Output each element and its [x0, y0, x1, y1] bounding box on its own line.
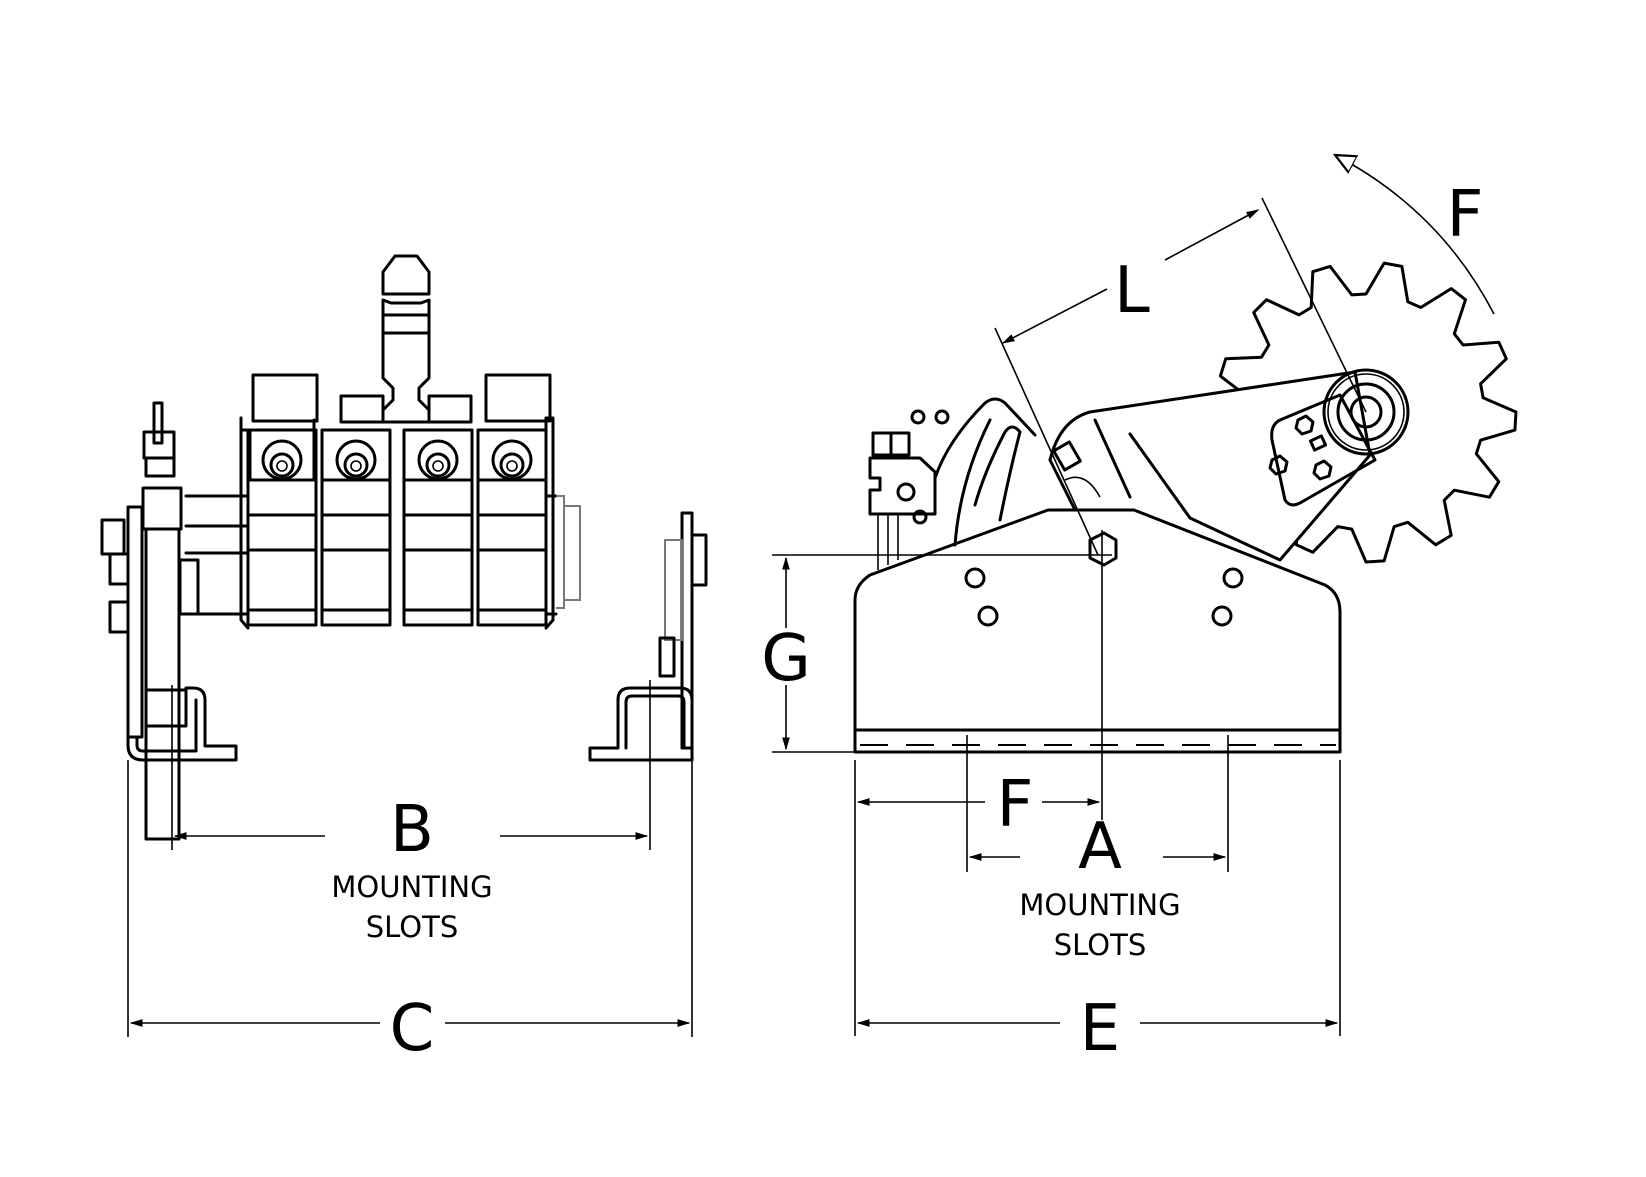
dimension-label-C: C — [390, 992, 435, 1066]
hub-plate — [1268, 393, 1377, 507]
pivot-nut — [1088, 531, 1118, 567]
idler-sprocket — [1215, 261, 1518, 564]
dimension-label-G: G — [761, 622, 811, 696]
tensioner-arm — [1048, 370, 1372, 562]
clamp-blocks — [239, 373, 555, 630]
left-bracket — [100, 401, 238, 841]
dimension-F-bottom: F — [856, 768, 1101, 842]
side-mounting-slots-note-line1: MOUNTING — [1019, 888, 1180, 922]
tension-rod-top — [381, 254, 431, 424]
front-view: B MOUNTING SLOTS C — [100, 254, 708, 1066]
mounting-slots-note-line2: SLOTS — [366, 910, 458, 944]
dimension-label-L: L — [1114, 254, 1150, 328]
dimension-A: A MOUNTING SLOTS — [966, 735, 1229, 962]
right-bracket — [588, 511, 708, 762]
dimension-L: L — [994, 197, 1367, 556]
dimension-label-E: E — [1080, 992, 1120, 1066]
dimension-label-B: B — [390, 793, 434, 867]
nut-2 — [335, 439, 377, 481]
nut-3 — [417, 439, 459, 481]
dimension-B: B MOUNTING SLOTS — [171, 760, 651, 944]
idler-hub — [1322, 368, 1410, 456]
side-view: L F G F A MOUNTING — [761, 155, 1518, 1066]
side-mounting-slots-note-line2: SLOTS — [1054, 928, 1146, 962]
nut-4 — [491, 439, 533, 481]
dimension-G: G — [761, 554, 1112, 753]
base-housing — [853, 508, 1342, 754]
dimension-label-F-bottom: F — [997, 768, 1034, 842]
nut-1 — [261, 439, 303, 481]
dimension-label-A: A — [1078, 810, 1122, 884]
dimension-label-F-arc: F — [1447, 178, 1484, 252]
dimension-F-arc: F — [1335, 155, 1495, 315]
dimension-C: C — [127, 760, 693, 1066]
mounting-slots-note-line1: MOUNTING — [331, 870, 492, 904]
arm-plate — [910, 397, 1037, 547]
side-clamp — [868, 431, 937, 570]
dimension-E: E — [854, 760, 1341, 1066]
